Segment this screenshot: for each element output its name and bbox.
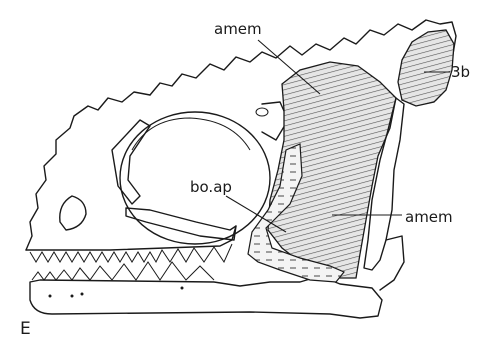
foramen-dot xyxy=(181,287,184,290)
mandible-outline xyxy=(30,276,382,318)
foramen-dot xyxy=(81,293,84,296)
label-bo-ap: bo.ap xyxy=(190,178,232,196)
prefrontal-bar xyxy=(112,120,150,204)
label-amem-lower: amem xyxy=(405,208,453,226)
nostril xyxy=(60,196,86,230)
foramen-dot xyxy=(49,295,52,298)
lower-teeth xyxy=(32,262,214,280)
label-3b: 3b xyxy=(451,63,470,81)
maxilla-outline xyxy=(26,226,236,250)
small-fenestra xyxy=(256,108,268,116)
label-amem-upper: amem xyxy=(214,20,262,38)
muscle-3b xyxy=(398,30,454,106)
foramen-dot xyxy=(71,295,74,298)
posterior-skull-edge xyxy=(380,236,404,290)
skull-dorsal-outline xyxy=(26,92,150,250)
jugal-bar xyxy=(126,208,236,240)
panel-letter: E xyxy=(20,319,31,339)
orbit-rim-inner xyxy=(132,118,250,150)
